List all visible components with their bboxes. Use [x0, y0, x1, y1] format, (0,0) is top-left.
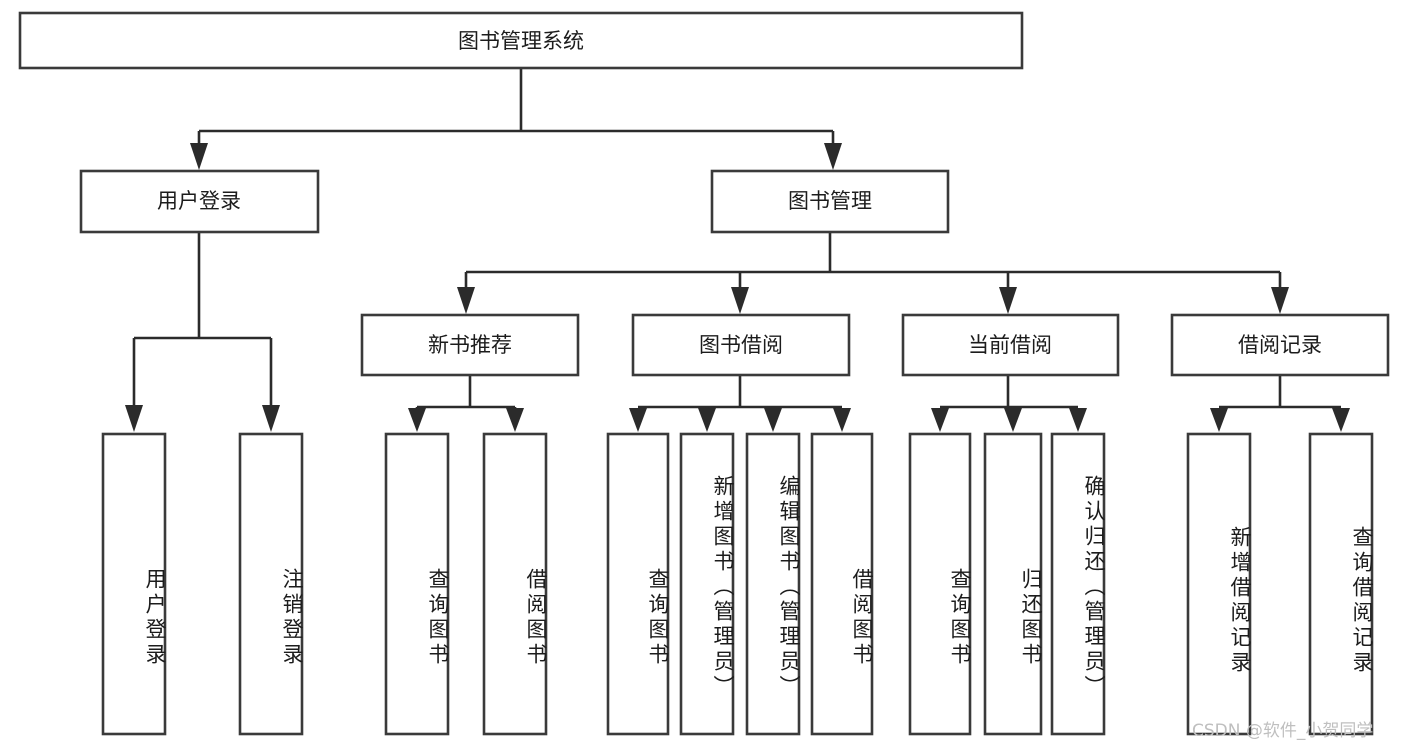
arrow-head-book-borrow [731, 287, 749, 314]
arrow-head-leaf-return-book [1004, 408, 1022, 432]
arrow-head-book-manage [824, 143, 842, 170]
arrow-head-borrow-record [1271, 287, 1289, 314]
arrow-head-leaf-add-book [698, 408, 716, 432]
node-current-borrow-label: 当前借阅 [968, 333, 1052, 357]
node-leaf-borrow-book-2-box[interactable] [810, 432, 874, 736]
node-leaf-query-record-box[interactable] [1308, 432, 1374, 736]
node-book-manage-box[interactable] [710, 169, 950, 234]
connector-group-new-book-rec [408, 375, 524, 432]
node-user-login-box[interactable] [79, 169, 320, 234]
node-leaf-query-book-2-box[interactable] [606, 432, 670, 736]
node-book-manage[interactable]: 图书管理 [710, 169, 950, 234]
node-root-box[interactable] [18, 11, 1024, 70]
connector-group-borrow-record [1210, 375, 1350, 432]
node-leaf-confirm-return-box[interactable] [1050, 432, 1106, 736]
connector-group-book-manage [457, 232, 1289, 314]
node-book-manage-label: 图书管理 [788, 189, 872, 213]
arrow-head-leaf-query-book-3 [931, 408, 949, 432]
node-leaf-logout-box[interactable] [238, 432, 304, 736]
arrow-head-leaf-query-book-1 [408, 408, 426, 432]
node-borrow-record[interactable]: 借阅记录 [1170, 313, 1390, 377]
arrow-head-leaf-add-record [1210, 408, 1228, 432]
node-leaf-query-book-3-box[interactable] [908, 432, 972, 736]
node-leaf-return-book-box[interactable] [983, 432, 1043, 736]
arrow-head-leaf-user-login [125, 405, 143, 432]
csdn-watermark: CSDN @软件_小贺同学 [1192, 721, 1374, 741]
node-user-login-label: 用户登录 [157, 189, 241, 213]
node-book-borrow-label: 图书借阅 [699, 333, 783, 357]
connector-group-book-borrow [629, 375, 851, 432]
arrow-head-user-login [190, 143, 208, 170]
arrow-head-leaf-query-book-2 [629, 408, 647, 432]
node-root-label: 图书管理系统 [458, 29, 584, 53]
arrow-head-leaf-query-record [1332, 408, 1350, 432]
arrow-head-leaf-logout [262, 405, 280, 432]
node-leaf-edit-book-box[interactable] [745, 432, 801, 736]
node-user-login[interactable]: 用户登录 [79, 169, 320, 234]
connector-group-user-login [125, 232, 280, 432]
arrow-head-current-borrow [999, 287, 1017, 314]
arrow-head-leaf-confirm-return [1069, 408, 1087, 432]
connector-group-current-borrow [931, 375, 1087, 432]
node-new-book-rec[interactable]: 新书推荐 [360, 313, 580, 377]
node-borrow-record-box[interactable] [1170, 313, 1390, 377]
arrow-head-leaf-edit-book [764, 408, 782, 432]
node-leaf-borrow-book-1-box[interactable] [482, 432, 548, 736]
node-new-book-rec-label: 新书推荐 [428, 333, 512, 357]
node-book-borrow-box[interactable] [631, 313, 851, 377]
node-current-borrow-box[interactable] [901, 313, 1120, 377]
node-root[interactable]: 图书管理系统 [18, 11, 1024, 70]
node-current-borrow[interactable]: 当前借阅 [901, 313, 1120, 377]
arrow-head-new-book-rec [457, 287, 475, 314]
node-leaf-user-login-box[interactable] [101, 432, 167, 736]
arrow-head-leaf-borrow-book-2 [833, 408, 851, 432]
node-leaf-add-book-box[interactable] [679, 432, 735, 736]
node-book-borrow[interactable]: 图书借阅 [631, 313, 851, 377]
arrow-head-leaf-borrow-book-1 [506, 408, 524, 432]
node-leaf-query-book-1-box[interactable] [384, 432, 450, 736]
leaf-boxes-group [101, 432, 1374, 736]
node-borrow-record-label: 借阅记录 [1238, 333, 1322, 357]
node-leaf-add-record-box[interactable] [1186, 432, 1252, 736]
node-new-book-rec-box[interactable] [360, 313, 580, 377]
connector-group-root [190, 68, 842, 170]
